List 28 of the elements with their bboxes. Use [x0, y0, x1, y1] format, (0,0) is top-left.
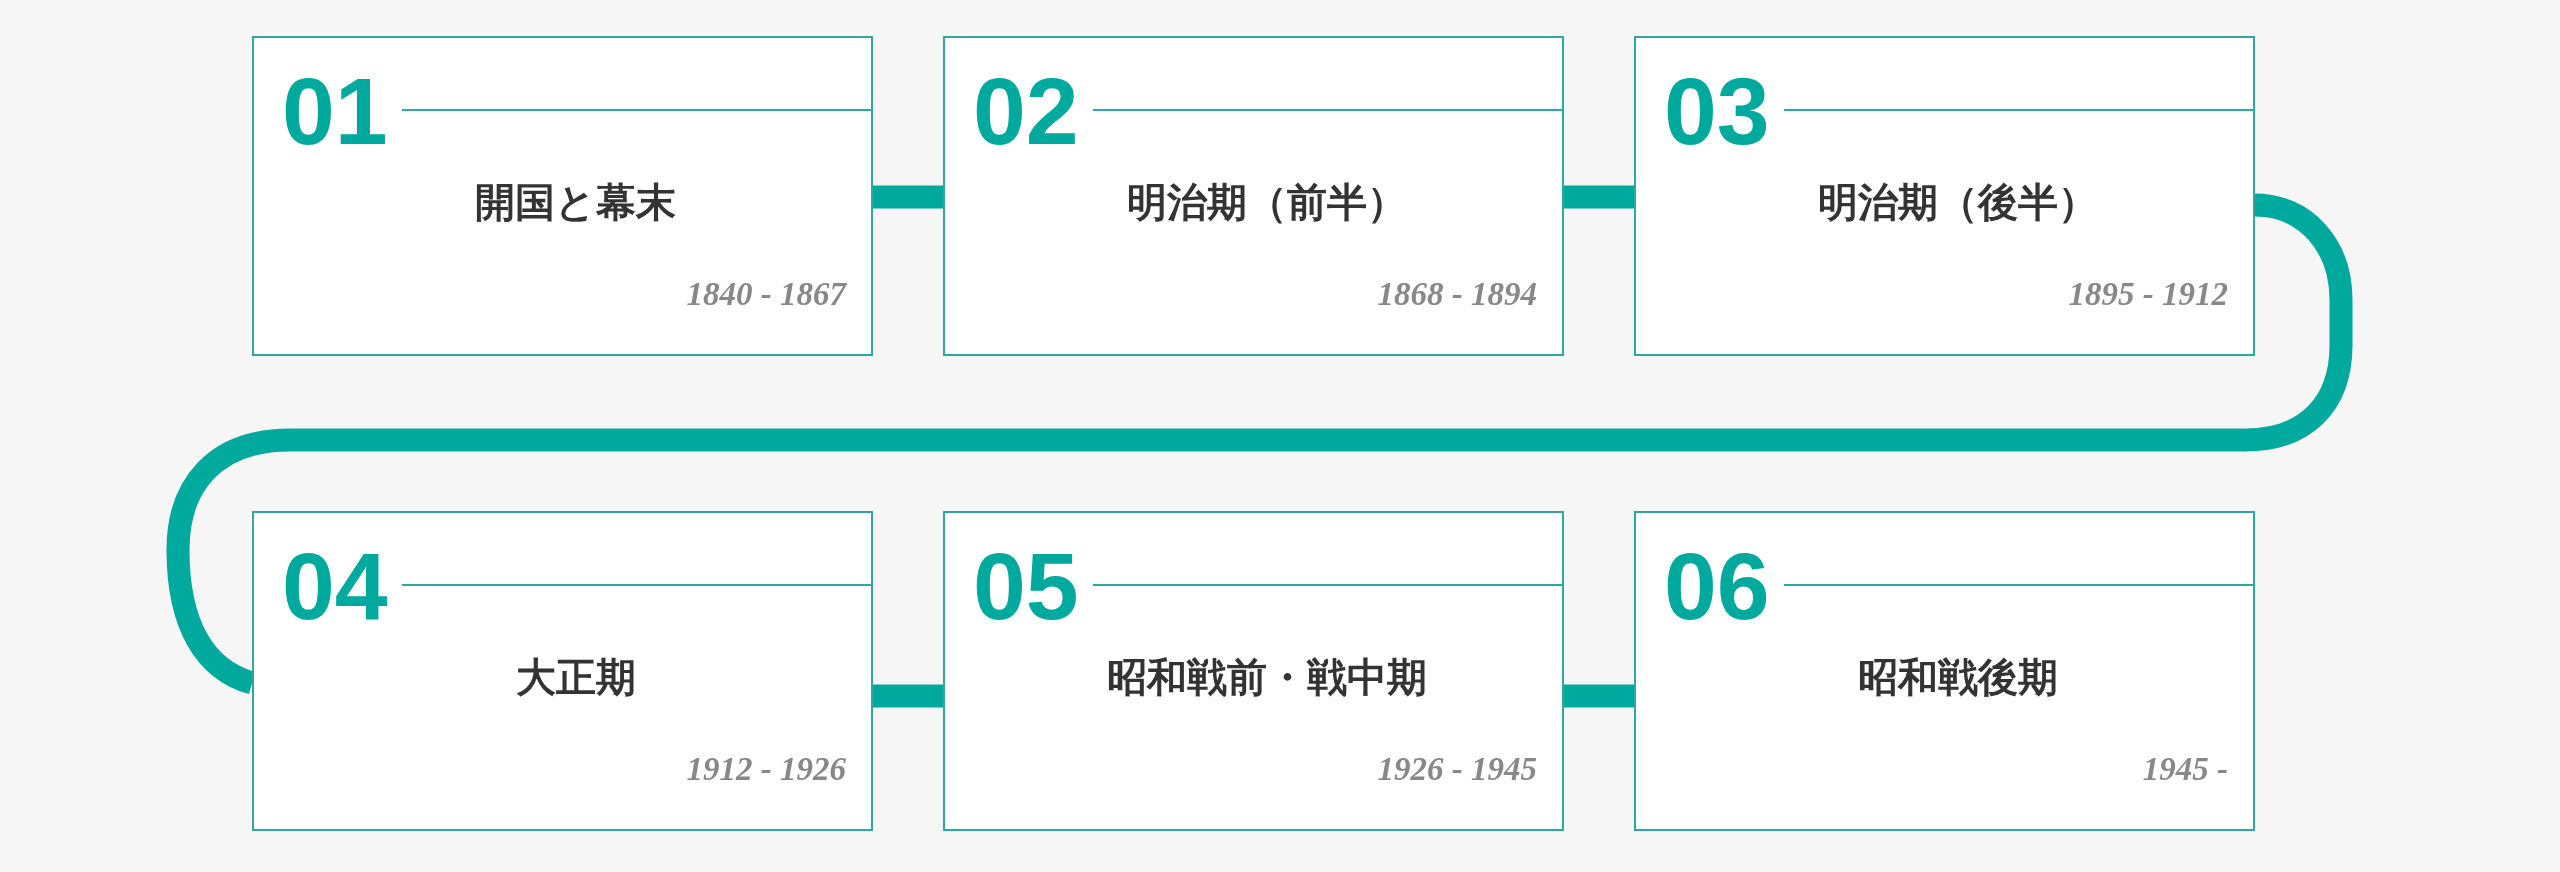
connector-line	[1564, 185, 1634, 209]
connector-line	[873, 185, 943, 209]
date-range: 1895 - 1912	[2068, 278, 2228, 311]
step-number: 06	[1664, 551, 1770, 623]
connector-line	[873, 684, 943, 708]
period-title: 開国と幕末	[474, 178, 677, 227]
step-number: 01	[282, 76, 388, 148]
step-number: 02	[973, 76, 1079, 148]
period-title: 昭和戦後期	[1856, 653, 2059, 702]
period-title: 明治期（後半）	[1816, 178, 2099, 227]
date-range: 1868 - 1894	[1377, 278, 1537, 311]
step-number: 05	[973, 551, 1079, 623]
period-card	[1634, 36, 2255, 356]
date-range: 1912 - 1926	[686, 753, 846, 786]
date-range: 1945 -	[2142, 753, 2228, 786]
period-card	[252, 36, 873, 356]
connector-line	[1564, 684, 1634, 708]
date-range: 1926 - 1945	[1377, 753, 1537, 786]
period-title: 大正期	[514, 653, 637, 702]
period-card	[943, 511, 1564, 831]
date-range: 1840 - 1867	[686, 278, 846, 311]
period-card	[1634, 511, 2255, 831]
period-title: 明治期（前半）	[1125, 178, 1408, 227]
step-number: 03	[1664, 76, 1770, 148]
step-number: 04	[282, 551, 388, 623]
period-card	[943, 36, 1564, 356]
period-card	[252, 511, 873, 831]
period-title: 昭和戦前・戦中期	[1105, 653, 1428, 702]
